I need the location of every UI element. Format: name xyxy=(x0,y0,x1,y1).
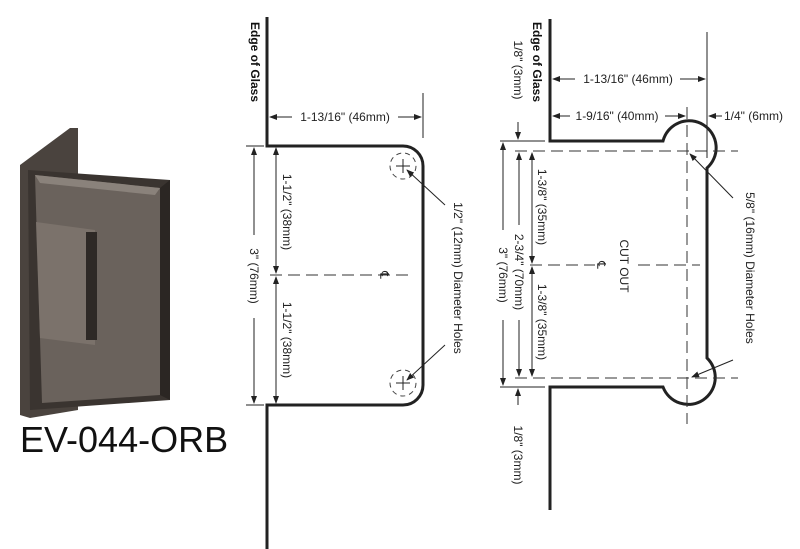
model-number: EV-044-ORB xyxy=(20,419,228,460)
left-holes-label: 1/2" (12mm) Diameter Holes xyxy=(451,202,465,354)
left-edge-of-glass-label: Edge of Glass xyxy=(248,22,262,102)
right-bottom-gap-dim: 1/8" (3mm) xyxy=(511,426,525,485)
right-hole-spacing-dim: 2-3/4" (70mm) xyxy=(512,234,526,310)
right-offset-dim: 1/4" (6mm) xyxy=(724,109,783,123)
left-hinge-outline xyxy=(265,17,425,549)
left-hole-bottom xyxy=(389,369,417,397)
left-diagram: 1-13/16" (46mm) 3" (76mm) 1-1/2" (38mm) … xyxy=(246,17,465,549)
right-holes-label: 5/8" (16mm) Diameter Holes xyxy=(743,192,757,344)
left-total-height-dim: 3" (76mm) xyxy=(247,248,261,304)
left-lower-half-dim: 1-1/2" (38mm) xyxy=(280,302,294,378)
right-top-gap-dim: 1/8" (3mm) xyxy=(511,41,525,100)
left-centerline-symbol: ℄ xyxy=(377,270,391,279)
hinge-photo xyxy=(20,128,170,418)
left-width-dim: 1-13/16" (46mm) xyxy=(300,110,390,124)
right-cutout-outline xyxy=(548,19,718,510)
right-cutout-label: CUT OUT xyxy=(617,239,631,293)
right-edge-of-glass-label: Edge of Glass xyxy=(530,22,544,102)
right-upper-half-dim: 1-3/8" (35mm) xyxy=(535,169,549,245)
right-diagram: 1-13/16" (46mm) 1-9/16" (40mm) 1/4" (6mm… xyxy=(496,19,783,510)
right-hole-center-dim: 1-9/16" (40mm) xyxy=(576,109,659,123)
right-width-dim: 1-13/16" (46mm) xyxy=(583,72,673,86)
left-hole-top xyxy=(389,152,417,180)
left-upper-half-dim: 1-1/2" (38mm) xyxy=(280,174,294,250)
right-total-height-dim: 3" (76mm) xyxy=(496,247,510,303)
right-centerline-symbol: ℄ xyxy=(594,260,608,269)
right-lower-half-dim: 1-3/8" (35mm) xyxy=(535,284,549,360)
